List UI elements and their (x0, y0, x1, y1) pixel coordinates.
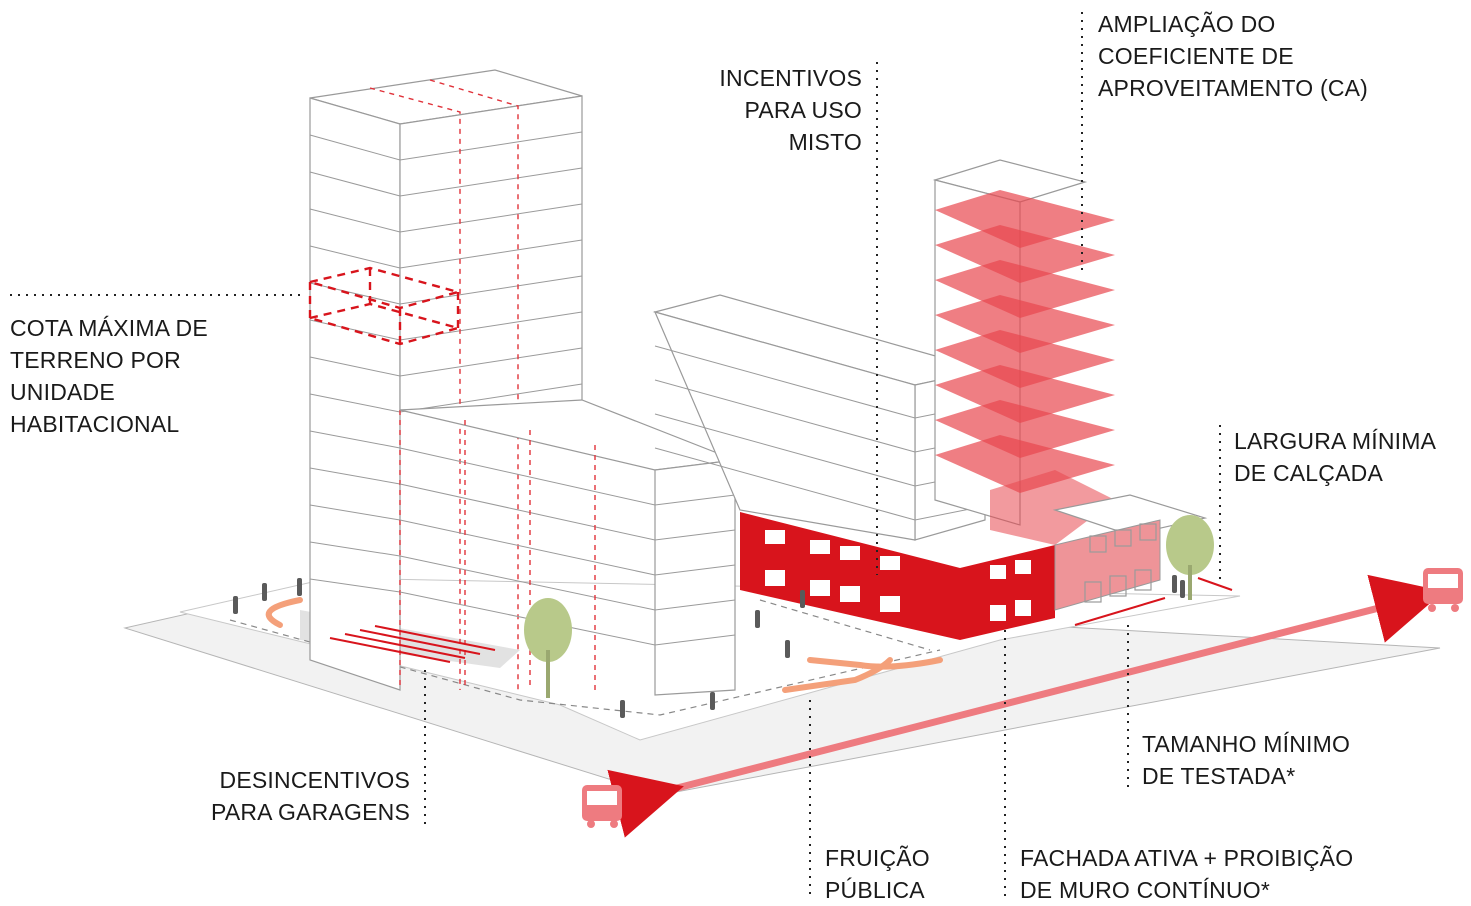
label-incentivos: INCENTIVOS PARA USO MISTO (719, 65, 862, 155)
label-fruicao: FRUIÇÃO PÚBLICA (825, 845, 930, 903)
garage-hatching (329, 625, 496, 663)
label-tamanho: TAMANHO MÍNIMO DE TESTADA* (1142, 731, 1351, 789)
street-arrow (607, 574, 1444, 838)
tower-left-floors (309, 131, 583, 593)
label-fachada: FACHADA ATIVA + PROIBIÇÃO DE MURO CONTÍN… (1020, 845, 1354, 903)
label-cota: COTA MÁXIMA DE TERRENO POR UNIDADE HABIT… (10, 315, 208, 437)
ca-floor-slabs (935, 190, 1115, 545)
dimension-markers (1074, 577, 1233, 626)
tree-icon (524, 598, 572, 698)
bus-icon (1423, 568, 1463, 612)
label-largura: LARGURA MÍNIMA DE CALÇADA (1234, 428, 1437, 486)
leader-lines (10, 12, 1221, 900)
unit-cube (305, 266, 463, 346)
tower-left-dashed (369, 79, 519, 690)
label-desincentivos: DESINCENTIVOS PARA GARAGENS (210, 767, 410, 825)
label-ampliacao: AMPLIAÇÃO DO COEFICIENTE DE APROVEITAMEN… (1098, 11, 1369, 101)
bus-icon (582, 785, 622, 828)
